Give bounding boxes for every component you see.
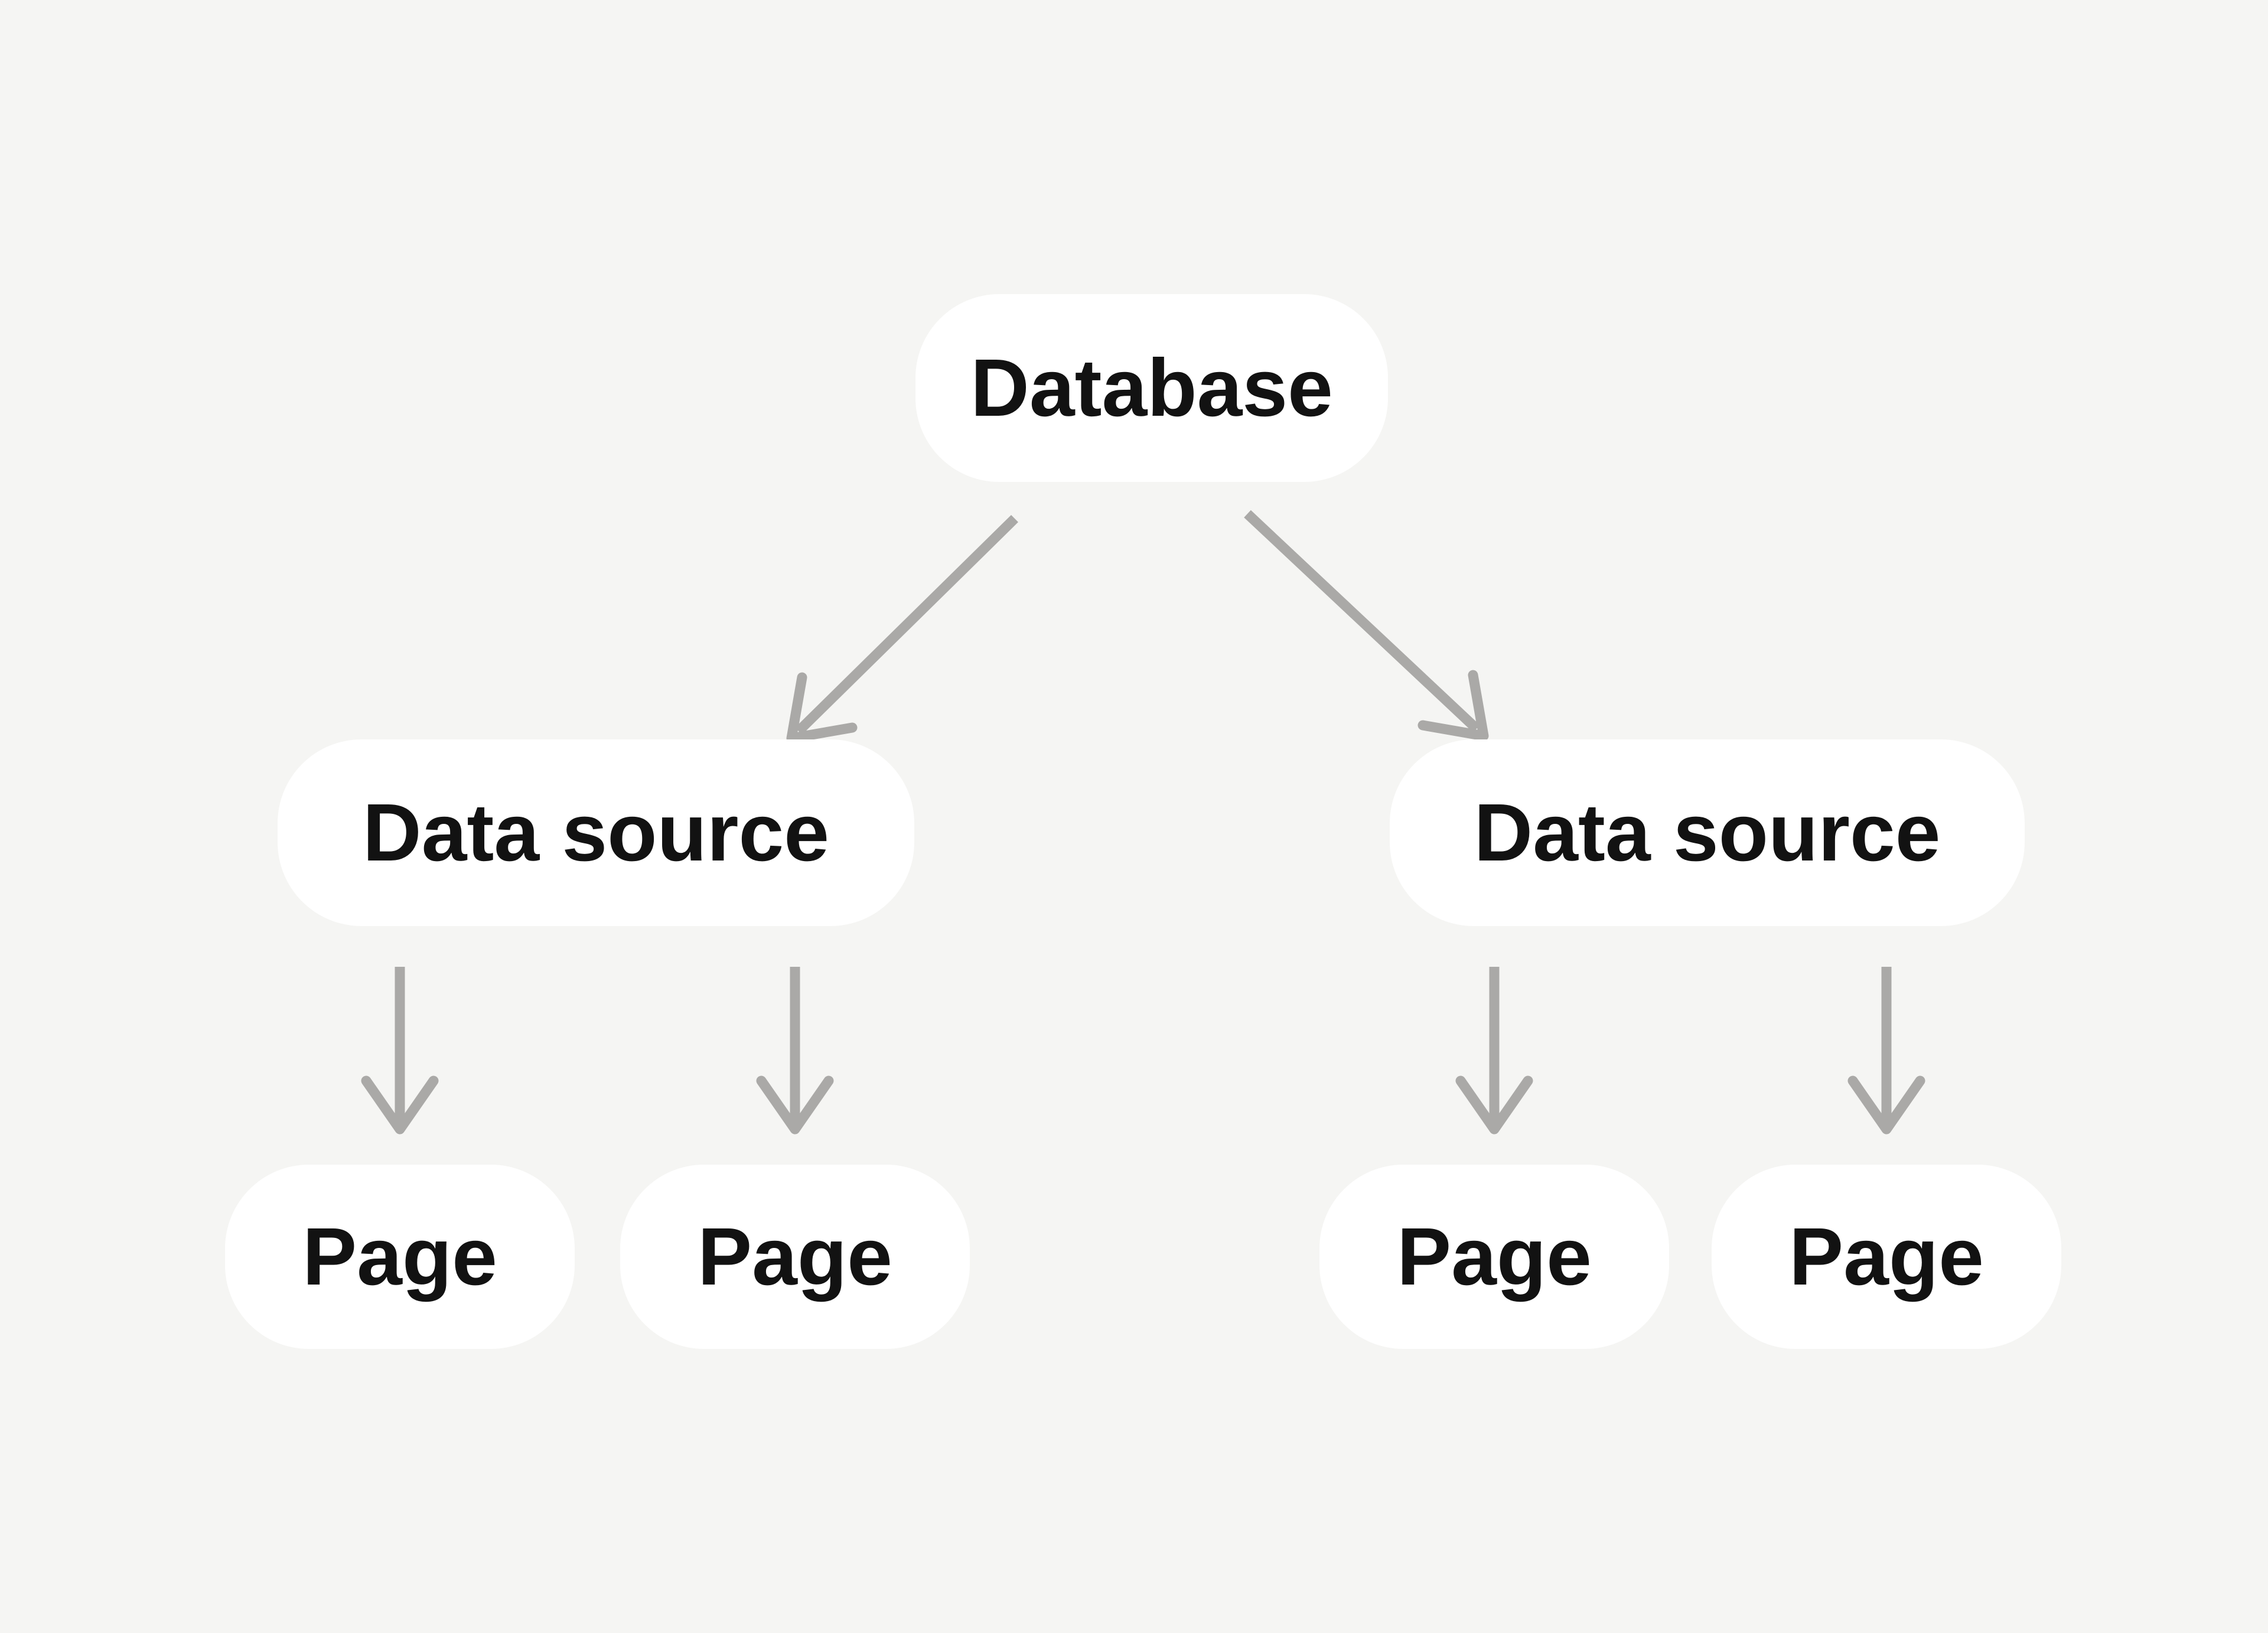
node-page-4-label: Page <box>1789 1211 1984 1302</box>
arrow-data-source-right-to-page-3 <box>1455 967 1533 1135</box>
arrow-database-to-data-source-right <box>1244 510 1489 741</box>
node-data-source-right: Data source <box>1390 739 2025 926</box>
arrow-data-source-left-to-page-2 <box>756 967 834 1135</box>
node-page-3: Page <box>1319 1165 1669 1349</box>
arrow-database-to-data-source-left <box>786 514 1018 744</box>
node-page-1: Page <box>225 1165 575 1349</box>
node-page-1-label: Page <box>302 1211 497 1302</box>
arrow-data-source-right-to-page-4 <box>1847 967 1925 1135</box>
node-page-2-label: Page <box>698 1211 892 1302</box>
arrow-data-source-left-to-page-1 <box>361 967 439 1135</box>
node-data-source-left: Data source <box>278 739 914 926</box>
node-data-source-right-label: Data source <box>1474 787 1941 878</box>
node-database: Database <box>915 294 1388 482</box>
node-database-label: Database <box>970 342 1333 433</box>
node-page-4: Page <box>1712 1165 2061 1349</box>
node-page-2: Page <box>620 1165 970 1349</box>
node-data-source-left-label: Data source <box>363 787 829 878</box>
node-page-3-label: Page <box>1397 1211 1592 1302</box>
